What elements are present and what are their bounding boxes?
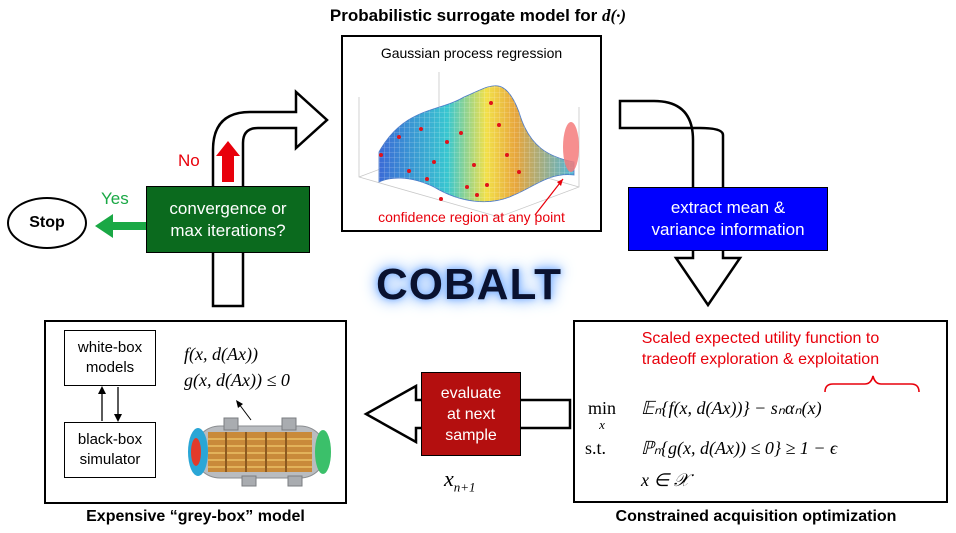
greybox-eq1: f(x, d(Ax)) — [184, 344, 258, 364]
greybox-panel: white-box models black-box simulator — [44, 320, 347, 504]
acq-objective: 𝔼ₙ{f(x, d(Ax))} − sₙαₙ(x) — [641, 398, 822, 418]
red-up-arrow — [216, 141, 240, 182]
evaluate-line2: at next — [446, 405, 496, 423]
min-operator: min x — [585, 398, 619, 431]
blackbox-simulator: black-box simulator — [64, 422, 156, 478]
min-label: min — [587, 398, 616, 418]
acq-caption: Constrained acquisition optimization — [615, 508, 897, 525]
stop-node: Stop — [7, 197, 87, 249]
top-title-text: Probabilistic surrogate model for — [329, 6, 598, 25]
min-sub: x — [599, 417, 605, 432]
convergence-line2: max iterations? — [170, 220, 286, 240]
acq-brace — [824, 375, 920, 393]
whitebox-models: white-box models — [64, 330, 156, 386]
next-sample-sub: n+1 — [453, 479, 476, 495]
cobalt-label: COBALT — [375, 260, 563, 309]
gp-surface-plot — [358, 72, 580, 218]
yes-label: Yes — [101, 189, 129, 208]
extract-line1: extract mean & — [670, 198, 786, 217]
greybox-eq2: g(x, d(Ax)) ≤ 0 — [184, 370, 290, 390]
acq-constraint: ℙₙ{g(x, d(Ax)) ≤ 0} ≥ 1 − ϵ — [641, 438, 838, 458]
greybox-caption: Expensive “grey-box” model — [86, 508, 305, 525]
acq-red-text: Scaled expected utility function to trad… — [575, 328, 946, 370]
greybox-diagram — [98, 386, 331, 487]
convergence-box: convergence or max iterations? — [146, 186, 310, 253]
heat-exchanger-image — [188, 417, 331, 487]
next-sample-var: x — [444, 466, 454, 491]
next-sample-label: xn+1 — [444, 466, 476, 495]
top-title: Probabilistic surrogate model for d(·) — [0, 6, 956, 26]
top-title-math: d(·) — [601, 6, 627, 25]
extract-box: extract mean & variance information — [628, 187, 828, 251]
whitebox-line2: models — [85, 359, 135, 376]
arrow-right-down — [618, 99, 743, 308]
gp-title: Gaussian process regression — [380, 45, 563, 61]
whitebox-line1: white-box — [77, 339, 143, 356]
acq-red-line1: Scaled expected utility function to — [641, 330, 880, 347]
convergence-line1: convergence or — [169, 198, 287, 218]
gp-panel: Gaussian process regression — [341, 35, 602, 232]
blackbox-line1: black-box — [77, 431, 143, 448]
gp-annotation: confidence region at any point — [378, 209, 565, 225]
evaluate-line1: evaluate — [440, 384, 502, 402]
no-label: No — [178, 151, 200, 170]
evaluate-box: evaluate at next sample — [421, 372, 521, 456]
extract-line2: variance information — [651, 220, 805, 239]
gp-sample-points — [379, 101, 521, 201]
green-left-arrow — [95, 214, 148, 238]
confidence-ellipse — [563, 122, 579, 172]
acq-red-line2: tradeoff exploration & exploitation — [641, 351, 880, 368]
blackbox-line2: simulator — [79, 451, 141, 468]
evaluate-line3: sample — [445, 426, 497, 444]
st-label: s.t. — [585, 438, 607, 458]
acq-domain: x ∈ 𝒳 — [641, 470, 690, 490]
acquisition-panel: Scaled expected utility function to trad… — [573, 320, 948, 503]
